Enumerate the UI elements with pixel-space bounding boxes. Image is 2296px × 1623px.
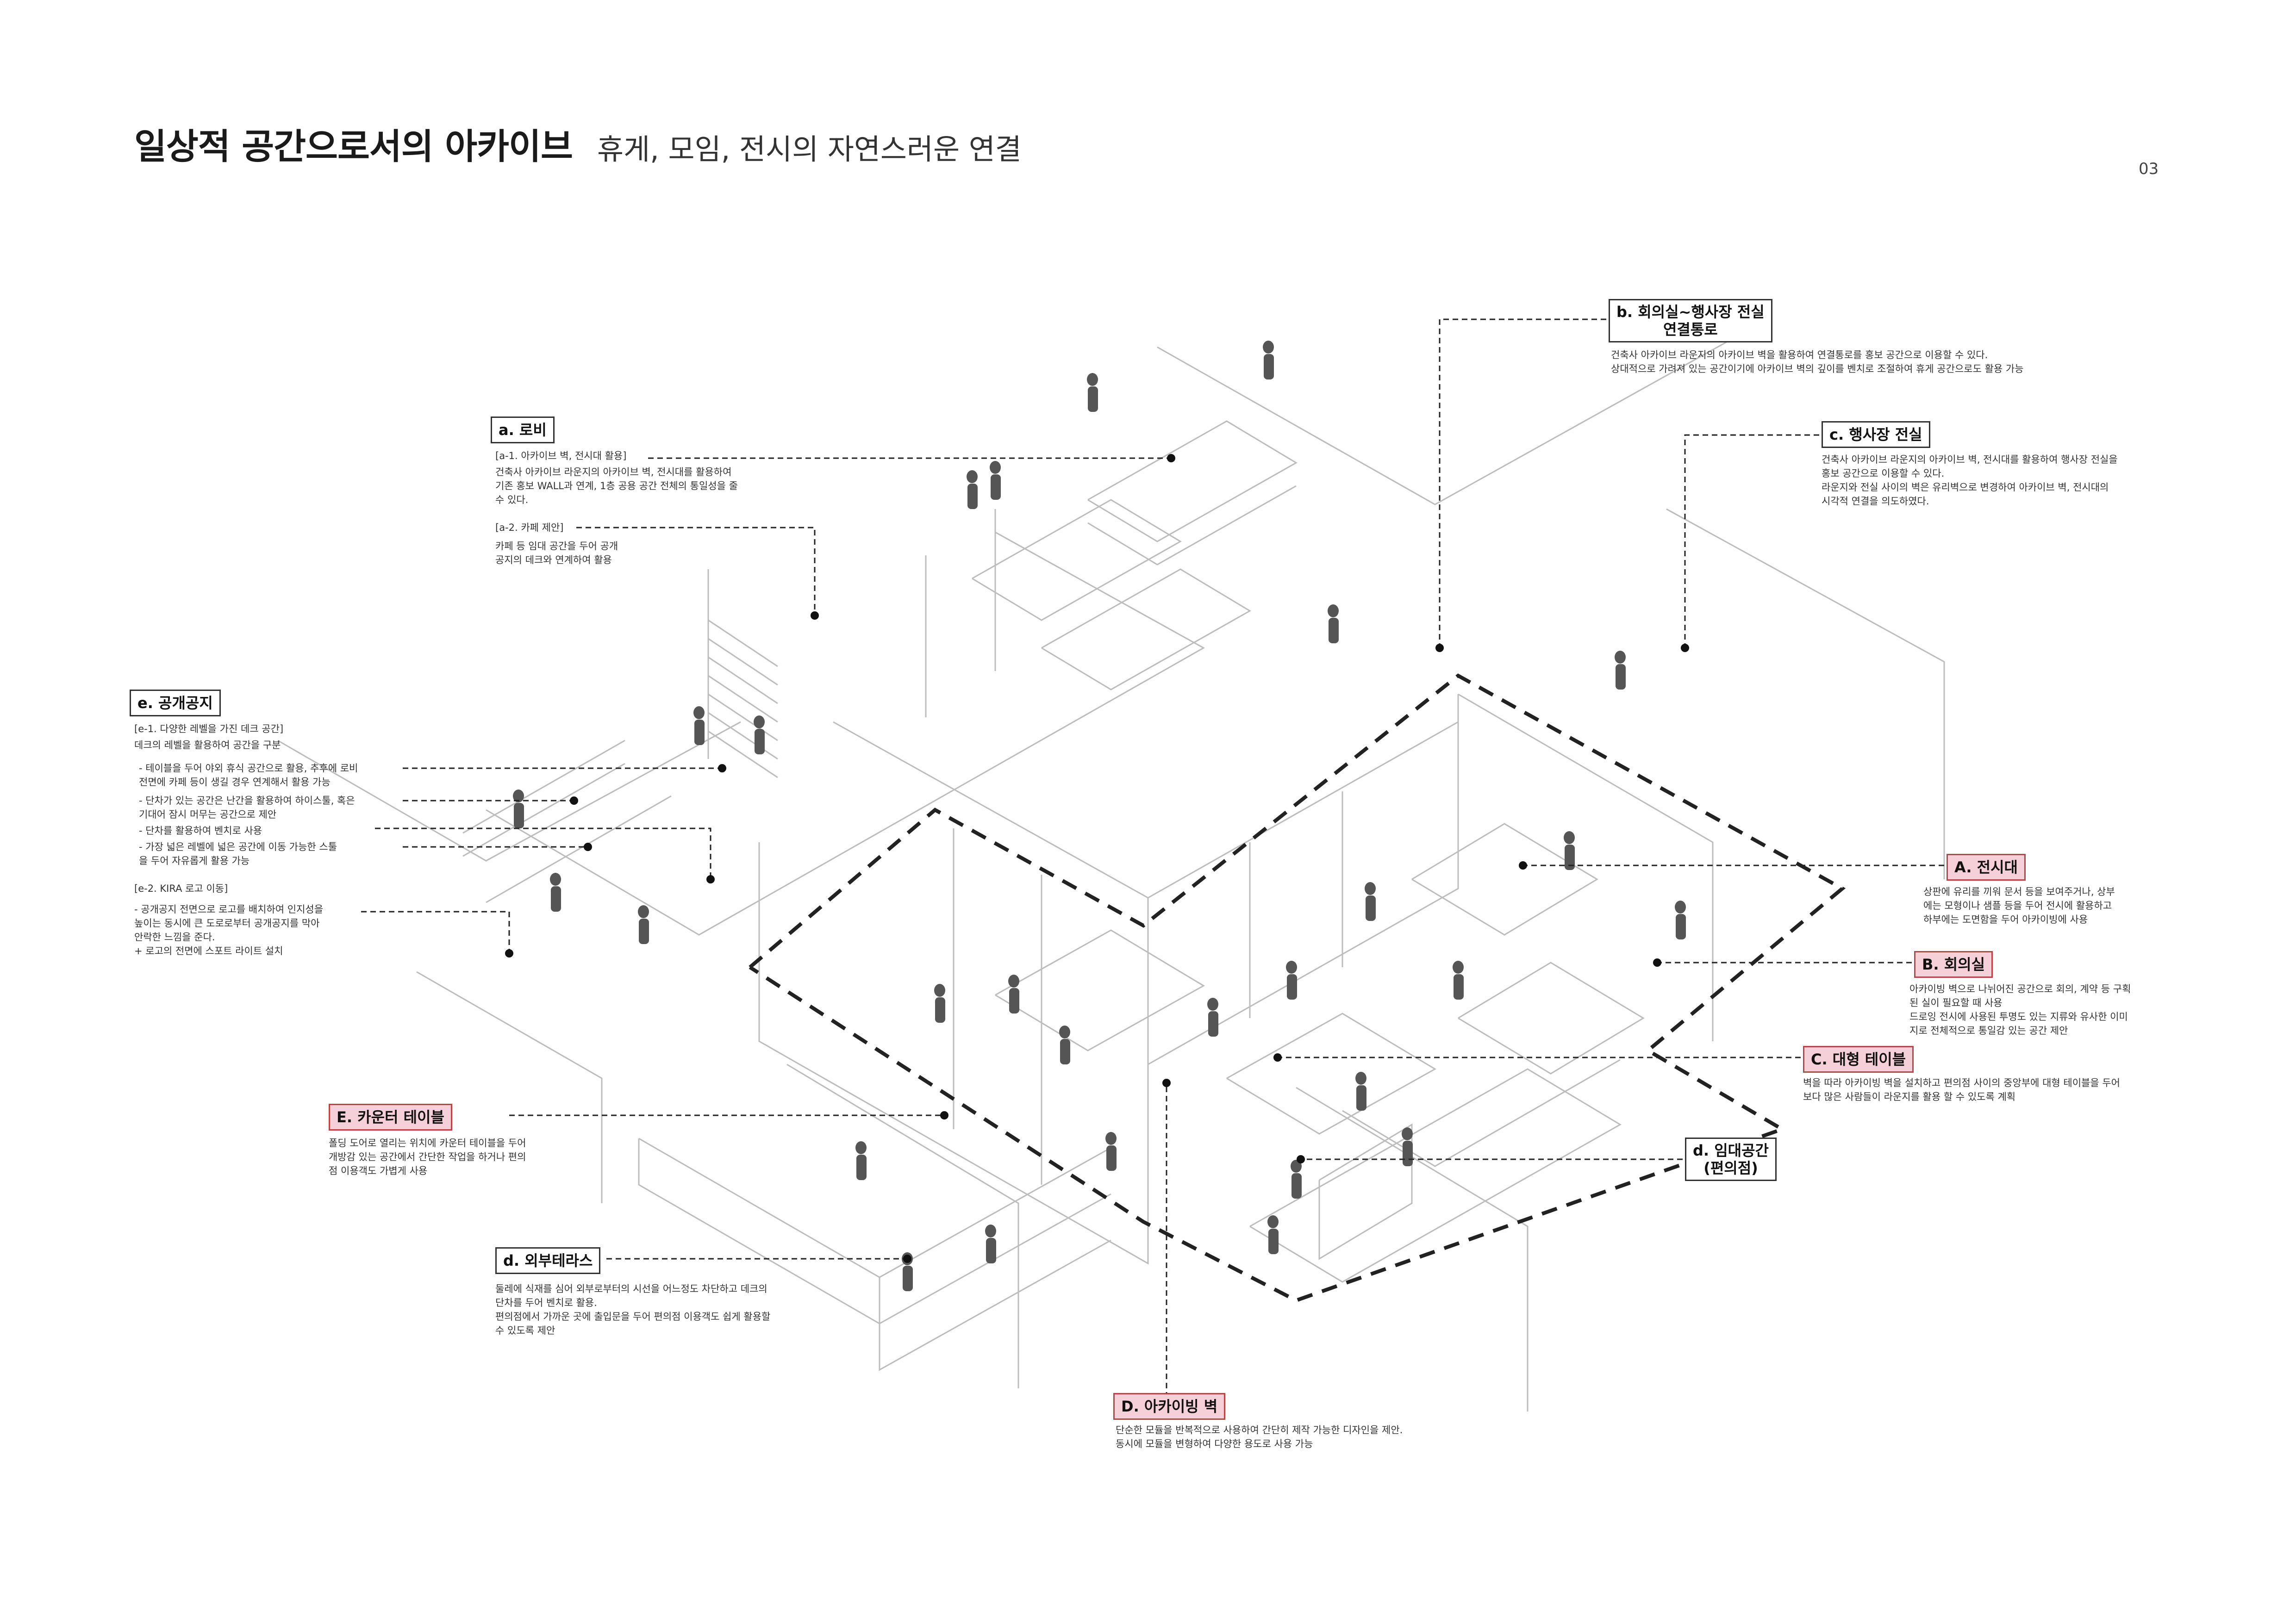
- label-e-item2-3: + 로고의 전면에 스포트 라이트 설치: [134, 945, 283, 957]
- label-b-desc-1: 상대적으로 가려져 있는 공간이기에 아카이브 벽의 깊이를 벤치로 조절하여 …: [1611, 363, 2024, 374]
- label-c-desc-0: 건축사 아카이브 라운지의 아카이브 벽, 전시대를 활용하여 행사장 전실을: [1822, 454, 2118, 465]
- label-b-corridor: b. 회의실~행사장 전실 연결통로: [1609, 299, 1772, 342]
- label-B-desc-1: 된 실이 필요할 때 사용: [1909, 997, 2003, 1008]
- label-e-item-0: - 테이블을 두어 야외 휴식 공간으로 활용, 추후에 로비: [139, 763, 358, 774]
- label-E-counter-table: E. 카운터 테이블: [329, 1104, 452, 1131]
- label-a-desc1-1: 기존 홍보 WALL과 연계, 1층 공용 공간 전체의 통일성을 줄: [495, 480, 738, 491]
- label-E-desc-0: 폴딩 도어로 열리는 위치에 카운터 테이블을 두어: [329, 1138, 526, 1149]
- label-C-large-table: C. 대형 테이블: [1803, 1046, 1914, 1073]
- label-c-desc-2: 라운지와 전실 사이의 벽은 유리벽으로 변경하여 아카이브 벽, 전시대의: [1822, 482, 2109, 493]
- label-e-item2-0: - 공개공지 전면으로 로고를 배치하여 인지성을: [134, 904, 324, 915]
- label-a-sub2: [a-2. 카페 제안]: [495, 522, 564, 533]
- label-A-display-table: A. 전시대: [1947, 854, 2026, 881]
- label-b-title-1: b. 회의실~행사장 전실: [1616, 303, 1765, 321]
- label-d-terrace-desc-0: 둘레에 식재를 심어 외부로부터의 시선을 어느정도 차단하고 데크의: [495, 1283, 767, 1294]
- label-A-desc-1: 에는 모형이나 샘플 등을 두어 전시에 활용하고: [1923, 900, 2112, 911]
- page-title: 일상적 공간으로서의 아카이브: [134, 126, 573, 167]
- label-d-terrace-desc-1: 단차를 두어 벤치로 활용.: [495, 1297, 597, 1308]
- label-e-item-6: 을 두어 자유롭게 활용 가능: [139, 855, 250, 866]
- label-E-desc-1: 개방감 있는 공간에서 간단한 작업을 하거나 편의: [329, 1151, 526, 1163]
- label-d-rental-title-1: d. 임대공간: [1693, 1142, 1769, 1159]
- label-a-desc2-1: 공지의 데크와 연계하여 활용: [495, 554, 612, 566]
- label-e-sub1b: 데크의 레벨을 활용하여 공간을 구분: [134, 740, 281, 751]
- label-e-sub2: [e-2. KIRA 로고 이동]: [134, 883, 228, 894]
- label-e-item2-2: 안락한 느낌을 준다.: [134, 932, 215, 943]
- label-B-desc-2: 드로잉 전시에 사용된 투명도 있는 지류와 유사한 이미: [1909, 1011, 2128, 1022]
- label-E-desc-2: 점 이용객도 가볍게 사용: [329, 1165, 428, 1176]
- label-e-item-1: 전면에 카페 등이 생길 경우 연계해서 활용 가능: [139, 777, 331, 788]
- label-e-item-2: - 단차가 있는 공간은 난간을 활용하여 하이스툴, 혹은: [139, 795, 355, 806]
- label-a-desc2-0: 카페 등 임대 공간을 두어 공개: [495, 541, 618, 552]
- label-c-desc-1: 홍보 공간으로 이용할 수 있다.: [1822, 468, 1945, 479]
- label-b-desc-0: 건축사 아카이브 라운지의 아카이브 벽을 활용하여 연결통로를 홍보 공간으로…: [1611, 349, 1988, 361]
- label-d-rental-title-2: (편의점): [1703, 1159, 1758, 1177]
- label-C-desc-1: 보다 많은 사람들이 라운지를 활용 할 수 있도록 계획: [1803, 1091, 2016, 1102]
- label-e-item2-1: 높이는 동시에 큰 도로로부터 공개공지를 막아: [134, 918, 320, 929]
- label-e-item-3: 기대어 잠시 머무는 공간으로 제안: [139, 809, 277, 820]
- page-subtitle: 휴게, 모임, 전시의 자연스러운 연결: [597, 132, 1022, 166]
- label-D-archiving-wall: D. 아카이빙 벽: [1113, 1393, 1226, 1420]
- label-e-item-5: - 가장 넓은 레벨에 넓은 공간에 이동 가능한 스툴: [139, 841, 337, 852]
- label-B-desc-0: 아카이빙 벽으로 나뉘어진 공간으로 회의, 계약 등 구획: [1909, 983, 2131, 995]
- label-d-terrace-desc-2: 편의점에서 가까운 곳에 출입문을 두어 편의점 이용객도 쉽게 활용할: [495, 1311, 771, 1322]
- label-b-title-2: 연결통로: [1663, 321, 1718, 338]
- label-C-desc-0: 벽을 따라 아카이빙 벽을 설치하고 편의점 사이의 중앙부에 대형 테이블을 …: [1803, 1077, 2120, 1088]
- label-c-desc-3: 시각적 연결을 의도하였다.: [1822, 496, 1929, 507]
- label-a-lobby: a. 로비: [491, 417, 555, 443]
- label-a-desc1-0: 건축사 아카이브 라운지의 아카이브 벽, 전시대를 활용하여: [495, 466, 732, 478]
- page-number: 03: [2139, 160, 2159, 178]
- label-d-terrace-desc-3: 수 있도록 제안: [495, 1325, 555, 1336]
- label-e-item-4: - 단차를 활용하여 벤치로 사용: [139, 825, 262, 836]
- label-D-desc-1: 동시에 모듈을 변형하여 다양한 용도로 사용 가능: [1116, 1438, 1313, 1449]
- label-e-sub1: [e-1. 다양한 레벨을 가진 데크 공간]: [134, 723, 284, 734]
- label-D-desc-0: 단순한 모듈을 반복적으로 사용하여 간단히 제작 가능한 디자인을 제안.: [1116, 1424, 1403, 1436]
- leader-dots: [505, 454, 1689, 1263]
- label-A-desc-2: 하부에는 도면함을 두어 아카이빙에 사용: [1923, 914, 2088, 925]
- label-d-outdoor-terrace: d. 외부테라스: [495, 1247, 601, 1274]
- label-e-public-space: e. 공개공지: [130, 690, 221, 716]
- label-d-rental-space: d. 임대공간 (편의점): [1685, 1138, 1777, 1181]
- label-B-meeting-room: B. 회의실: [1914, 951, 1993, 978]
- label-a-sub1: [a-1. 아카이브 벽, 전시대 활용]: [495, 450, 627, 461]
- label-c-event-hall: c. 행사장 전실: [1822, 421, 1930, 448]
- label-A-desc-0: 상판에 유리를 끼워 문서 등을 보여주거나, 상부: [1923, 886, 2115, 897]
- label-a-desc1-2: 수 있다.: [495, 494, 529, 505]
- leader-lines: [361, 318, 1944, 1398]
- label-B-desc-3: 지로 전체적으로 통일감 있는 공간 제안: [1909, 1025, 2068, 1036]
